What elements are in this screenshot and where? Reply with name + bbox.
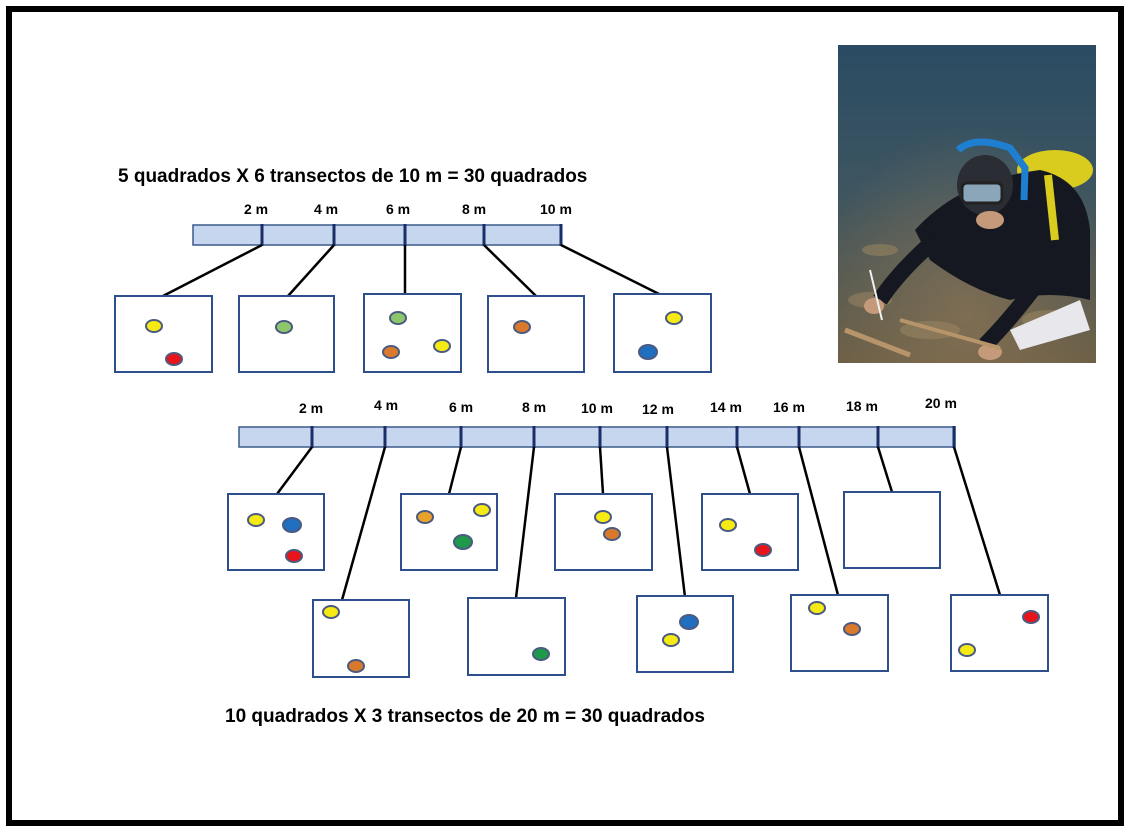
top-quadrats (114, 293, 712, 373)
blue-dot (638, 344, 658, 360)
orange-dot (416, 510, 434, 524)
top-tick-label: 8 m (462, 201, 486, 217)
top-tick-label: 6 m (386, 201, 410, 217)
bottom-tick-label: 8 m (522, 399, 546, 415)
bottom-tick-label: 6 m (449, 399, 473, 415)
quadrat (238, 295, 335, 373)
bottom-tick-label: 20 m (925, 395, 957, 411)
quadrat (950, 594, 1049, 672)
orange-dot (382, 345, 400, 359)
quadrat (467, 597, 566, 676)
bottom-dots (247, 503, 1040, 673)
quadrat (790, 594, 889, 672)
bottom-transect-bar (238, 426, 956, 448)
bottom-caption: 10 quadrados X 3 transectos de 20 m = 30… (225, 706, 705, 727)
quadrat (843, 491, 941, 569)
light-green-dot (389, 311, 407, 325)
quadrat (114, 295, 213, 373)
blue-dot (679, 614, 699, 630)
quadrat (487, 295, 585, 373)
bottom-transect: 2 m 4 m 6 m 8 m 10 m 12 m 14 m 16 m 18 m… (238, 395, 957, 448)
bottom-connectors (275, 446, 1002, 601)
light-green-dot (275, 320, 293, 334)
top-dots (145, 311, 683, 366)
top-tick-label: 10 m (540, 201, 572, 217)
red-dot (754, 543, 772, 557)
top-connectors (162, 243, 664, 298)
top-tick-marks (260, 224, 563, 246)
bottom-tick-marks (310, 426, 956, 448)
yellow-dot (433, 339, 451, 353)
yellow-dot (473, 503, 491, 517)
yellow-dot (719, 518, 737, 532)
orange-dot (843, 622, 861, 636)
bottom-quadrats (227, 491, 1049, 678)
orange-dot (347, 659, 365, 673)
diver-photo (838, 45, 1096, 363)
quadrat (363, 293, 462, 373)
green-dot (532, 647, 550, 661)
red-dot (165, 352, 183, 366)
quadrat (227, 493, 325, 571)
yellow-dot (662, 633, 680, 647)
orange-dot (513, 320, 531, 334)
quadrat (636, 595, 734, 673)
bottom-tick-label: 4 m (374, 397, 398, 413)
orange-dot (603, 527, 621, 541)
bottom-tick-label: 14 m (710, 399, 742, 415)
bottom-tick-label: 18 m (846, 398, 878, 414)
yellow-dot (322, 605, 340, 619)
quadrat (701, 493, 799, 571)
top-tick-label: 2 m (244, 201, 268, 217)
yellow-dot (594, 510, 612, 524)
yellow-dot (665, 311, 683, 325)
quadrat (613, 293, 712, 373)
bottom-tick-label: 2 m (299, 400, 323, 416)
yellow-dot (958, 643, 976, 657)
bottom-tick-label: 12 m (642, 401, 674, 417)
sampling-diagram: 5 quadrados X 6 transectos de 10 m = 30 … (114, 45, 1096, 727)
top-tick-label: 4 m (314, 201, 338, 217)
green-dot (453, 534, 473, 550)
top-transect: 2 m 4 m 6 m 8 m 10 m (192, 201, 572, 246)
blue-dot (282, 517, 302, 533)
bottom-tick-label: 16 m (773, 399, 805, 415)
bottom-tick-label: 10 m (581, 400, 613, 416)
yellow-dot (145, 319, 163, 333)
top-caption: 5 quadrados X 6 transectos de 10 m = 30 … (118, 166, 587, 187)
yellow-dot (247, 513, 265, 527)
red-dot (285, 549, 303, 563)
red-dot (1022, 610, 1040, 624)
top-transect-bar (192, 224, 562, 246)
yellow-dot (808, 601, 826, 615)
